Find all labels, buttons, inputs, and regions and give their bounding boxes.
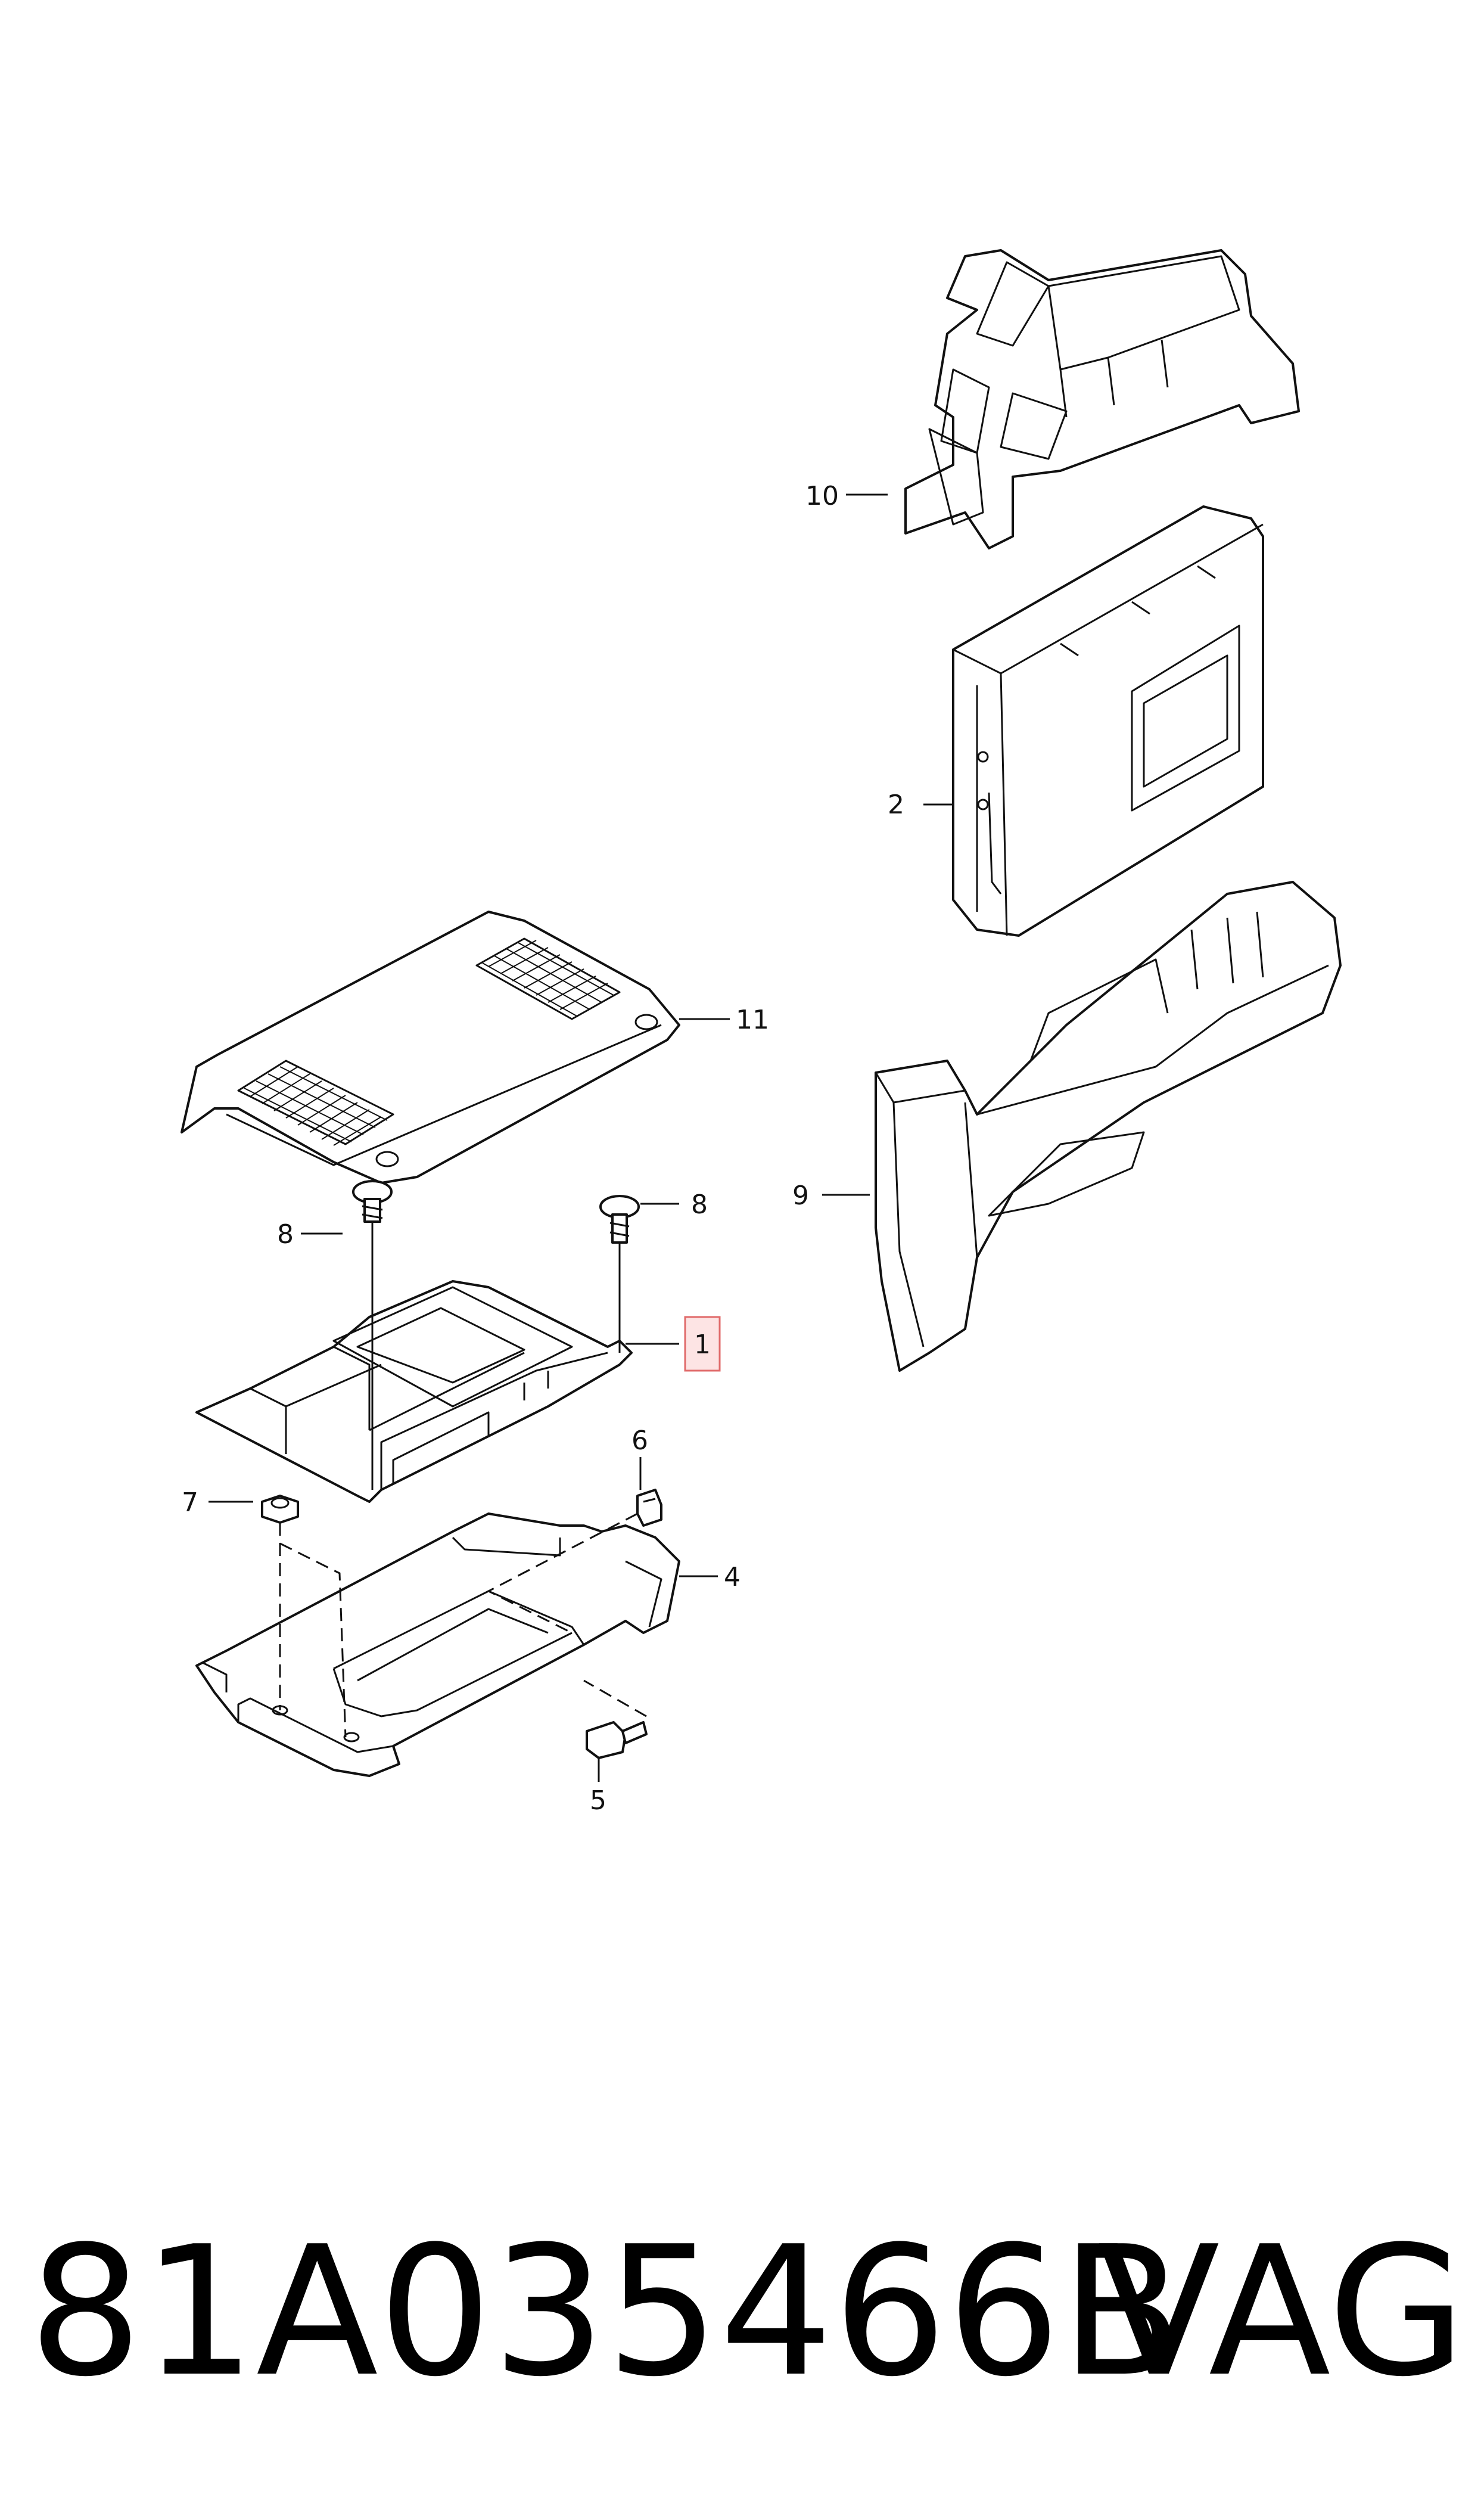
screw-6 xyxy=(636,1489,662,1527)
screw-8-right xyxy=(599,1195,640,1244)
callout-8-right: 8 xyxy=(691,1189,708,1220)
screw-5 xyxy=(586,1721,648,1759)
callout-6: 6 xyxy=(631,1425,648,1456)
part-4-tray xyxy=(195,1512,680,1777)
callout-2: 2 xyxy=(888,790,904,820)
assembly-line-screw-5 xyxy=(583,1679,647,1717)
callout-10: 10 xyxy=(805,481,839,511)
brand-label: VAG xyxy=(1097,2208,1466,2416)
callout-7: 7 xyxy=(182,1487,198,1518)
assembly-line-module xyxy=(279,1542,347,1738)
part-number: 81A035466B xyxy=(29,2208,1183,2416)
footer: 81A035466B VAG xyxy=(0,2205,1484,2455)
part-11-cover xyxy=(181,911,680,1184)
exploded-parts-diagram: 10 2 11 9 8 8 1 7 6 4 5 xyxy=(181,249,1342,1816)
part-1-module xyxy=(195,1280,633,1503)
callout-4: 4 xyxy=(724,1562,741,1592)
part-10-bracket xyxy=(904,249,1300,549)
callout-1-highlight xyxy=(684,1316,721,1372)
part-2-control-unit xyxy=(952,505,1264,937)
screw-8-left xyxy=(352,1180,393,1223)
nut-7 xyxy=(261,1495,299,1524)
callout-5: 5 xyxy=(590,1785,606,1816)
callout-9: 9 xyxy=(792,1181,809,1211)
callout-11: 11 xyxy=(736,1005,769,1035)
assembly-line-screw-6 xyxy=(486,1512,638,1634)
part-9-trim-panel xyxy=(875,881,1342,1372)
callout-1: 1 xyxy=(694,1330,711,1360)
callout-8-left: 8 xyxy=(277,1219,294,1250)
